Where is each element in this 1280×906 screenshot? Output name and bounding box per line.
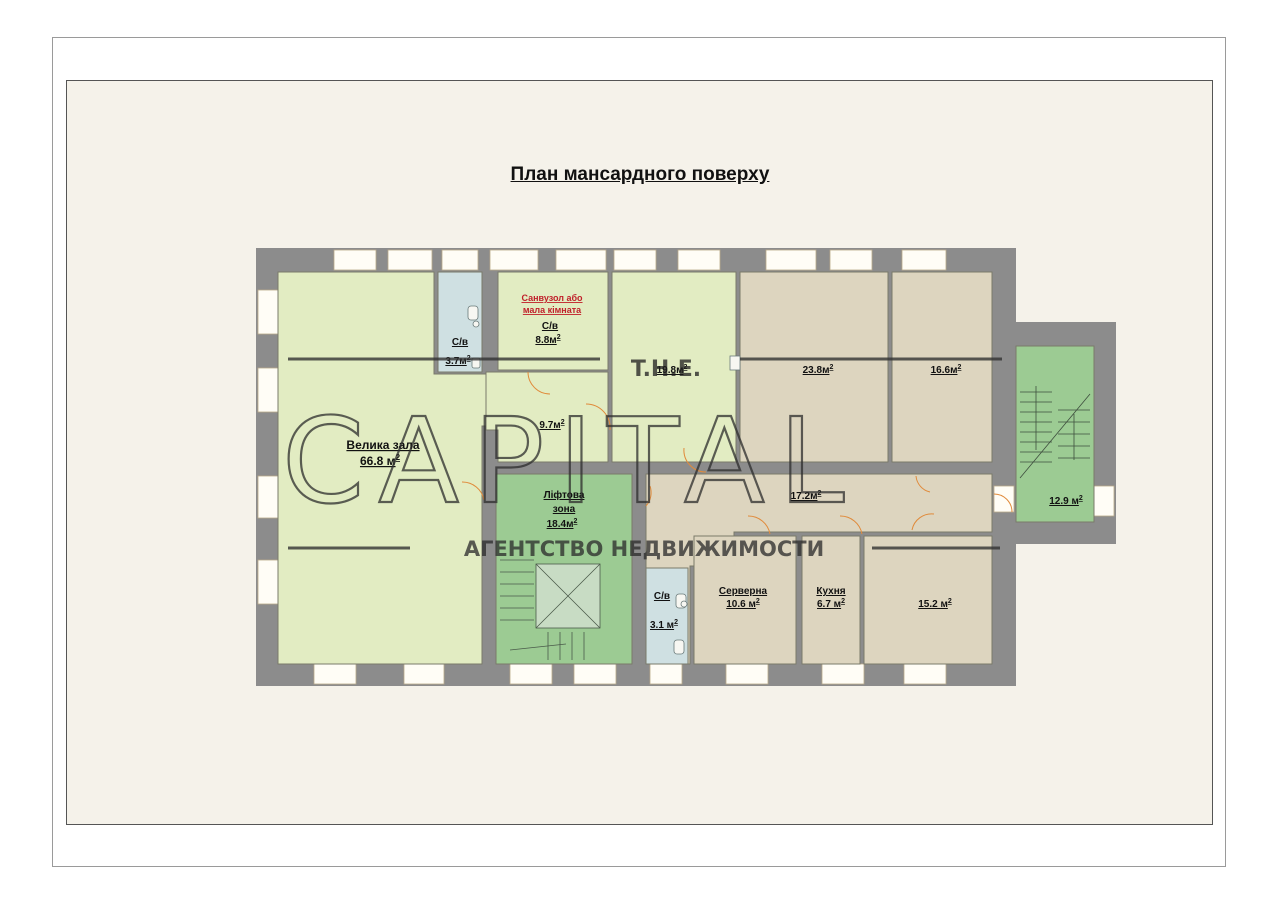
- label-r15-area: 15.2 м2: [918, 598, 952, 610]
- room-19-8: [611, 271, 737, 463]
- room-kitchen: [801, 535, 861, 665]
- label-corridor-area: 9.7м2: [539, 419, 564, 431]
- label-wc2-note-1: Санвузол або: [521, 293, 583, 303]
- label-wc3-name: С/в: [654, 591, 670, 602]
- label-lift-2: зона: [553, 504, 576, 515]
- room-lift-zone: [495, 473, 633, 665]
- label-wc1-name: С/в: [452, 337, 468, 348]
- label-hall-name: Велика зала: [346, 438, 419, 452]
- label-wc3-area: 3.1 м2: [650, 619, 678, 631]
- room-server: [693, 535, 797, 665]
- room-23-8: [739, 271, 889, 463]
- watermark-top: T.H.E.: [631, 357, 701, 382]
- label-kitchen-area: 6.7 м2: [817, 598, 845, 610]
- room-labels: Велика зала 66.8 м2 С/в 3.7м2 Санвузол а…: [346, 293, 1082, 631]
- room-corridor: [485, 371, 609, 463]
- label-hall2-area: 17.2м2: [791, 490, 822, 502]
- label-lift-area: 18.4м2: [547, 518, 578, 530]
- watermark-sub: АГЕНТСТВО НЕДВИЖИМОСТИ: [464, 537, 824, 561]
- label-wc2-name: С/в: [542, 321, 558, 332]
- rooms: [277, 271, 1095, 665]
- windows: [257, 249, 1115, 685]
- label-lift-1: Ліфтова: [544, 489, 585, 501]
- label-server-area: 10.6 м2: [726, 598, 760, 610]
- room-15-2: [863, 535, 993, 665]
- room-16-6: [891, 271, 993, 463]
- watermark-main: CAPITAL: [282, 392, 858, 530]
- annex-stairs: [1019, 386, 1091, 479]
- label-wc2-note-2: мала кімната: [523, 305, 582, 315]
- label-server-name: Серверна: [719, 586, 768, 597]
- label-wc2-area: 8.8м2: [535, 334, 560, 346]
- room-wc-2: [497, 271, 609, 371]
- door-swings: [461, 371, 1013, 535]
- lift-stairs: [500, 559, 601, 660]
- fixtures: [467, 305, 741, 655]
- label-stair-area: 12.9 м2: [1049, 495, 1083, 507]
- label-r19-area: 19.8м2: [657, 364, 688, 376]
- label-hall-area: 66.8 м2: [360, 453, 401, 468]
- watermark-logo: T.H.E. CAPITAL АГЕНТСТВО НЕДВИЖИМОСТИ: [281, 357, 1002, 561]
- plan-title: План мансардного поверху: [510, 164, 770, 185]
- label-r16-area: 16.6м2: [931, 364, 962, 376]
- label-r23-area: 23.8м2: [803, 364, 834, 376]
- label-kitchen-name: Кухня: [816, 586, 845, 597]
